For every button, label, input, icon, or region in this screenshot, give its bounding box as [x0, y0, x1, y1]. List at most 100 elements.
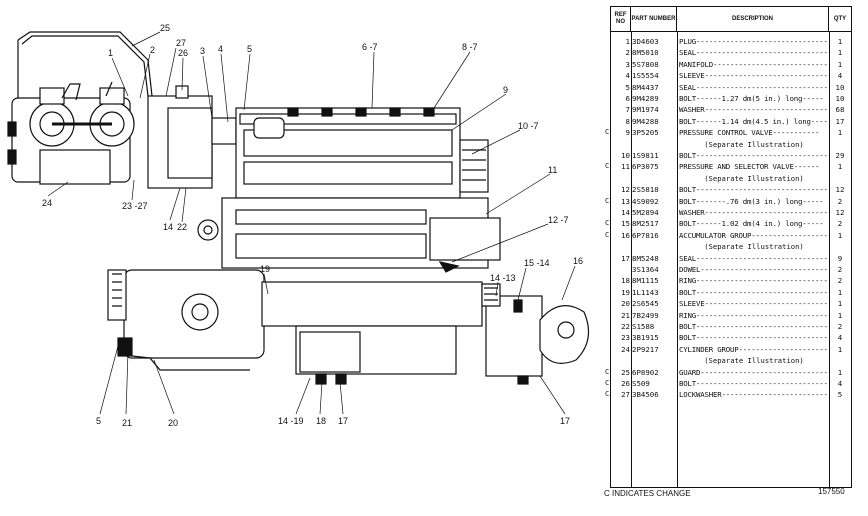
ref-number: 7	[625, 105, 630, 115]
callout-14-left: 14	[163, 222, 173, 232]
bolt-heads-top	[287, 107, 435, 117]
part-number: S509	[632, 379, 650, 388]
quantity: 9	[837, 253, 843, 263]
description: BOLT-------------------------------	[679, 322, 828, 331]
callout-11: 11	[548, 165, 557, 175]
ref-number: 23	[621, 333, 630, 343]
quantity: 1	[837, 299, 843, 309]
ref-number: 26	[621, 379, 630, 388]
quantity: 1	[837, 367, 843, 377]
quantity: 2	[837, 265, 843, 274]
part-number: 9M4288	[632, 116, 659, 126]
quantity: 4	[837, 333, 843, 343]
ref-number: 15	[621, 219, 630, 229]
part-number: 2S5818	[632, 185, 659, 195]
description: SEAL-------------------------------	[679, 253, 828, 263]
part-number: 2P9217	[632, 344, 659, 354]
ref-number: 19	[621, 287, 630, 297]
description: BOLT-------.76 dm(3 in.) long-----	[679, 196, 824, 206]
quantity: 2	[837, 276, 843, 286]
figure-number: 157550	[818, 487, 845, 496]
callout-6-7: 6 -7	[362, 42, 378, 52]
description: RING-------------------------------	[679, 276, 828, 286]
ref-number: 12	[621, 185, 630, 195]
description: SLEEVE-----------------------------	[679, 299, 828, 309]
ref-number: 10	[621, 151, 630, 160]
part-number: 2S6545	[632, 299, 659, 309]
description: SLEEVE------------------------------	[679, 71, 829, 81]
quantity: 1	[837, 162, 843, 172]
callout-labels: 25 1 2 27 26 3 4 5 6 -7 8 -7 9 10 -7 11 …	[42, 23, 583, 428]
ref-number: 13	[621, 196, 630, 206]
separate-illustration-note: (Separate Illustration)	[704, 139, 804, 149]
change-flag: C	[605, 196, 610, 205]
callout-4: 4	[218, 44, 223, 54]
parts-table-header: REF NO PART NUMBER DESCRIPTION QTY	[611, 7, 851, 32]
description: BOLT-------------------------------	[679, 151, 828, 160]
part-number: 5S7808	[632, 59, 659, 69]
quantity: 17	[835, 116, 845, 126]
part-number: 8M5010	[632, 48, 659, 58]
callout-17-right: 17	[560, 416, 570, 426]
description: BOLT------1.27 dm(5 in.) long-----	[679, 94, 824, 103]
callout-12-7: 12 -7	[548, 215, 569, 225]
ref-number: 5	[625, 82, 630, 92]
ref-number: 22	[621, 322, 630, 331]
description: GUARD------------------------------	[679, 367, 828, 377]
quantity: 1	[837, 230, 843, 240]
description: BOLT-------------------------------	[679, 333, 828, 343]
callout-2: 2	[150, 45, 155, 55]
ref-number: 14	[621, 208, 630, 217]
callout-17-bottom: 17	[338, 416, 348, 426]
change-flag: C	[605, 162, 610, 171]
part-number: 9M4289	[632, 94, 659, 103]
ref-number: 1	[625, 37, 630, 46]
callout-25: 25	[160, 23, 170, 33]
callout-20: 20	[168, 418, 178, 428]
callout-15-14: 15 -14	[524, 258, 550, 268]
description: MANIFOLD-----------------------------	[679, 59, 829, 69]
quantity: 5	[837, 390, 843, 400]
quantity: 1	[837, 128, 843, 138]
ref-number: 27	[621, 390, 630, 400]
ref-number: 6	[625, 94, 630, 103]
header-description: DESCRIPTION	[677, 7, 829, 31]
change-flag: C	[605, 219, 610, 228]
callout-22: 22	[177, 222, 187, 232]
quantity: 1	[837, 59, 843, 69]
part-number: 5M2894	[632, 208, 659, 217]
callout-18: 18	[316, 416, 326, 426]
ref-number: 8	[625, 116, 630, 126]
quantity: 10	[835, 94, 845, 103]
part-number: 3B4506	[632, 390, 659, 400]
ref-number: 2	[625, 48, 630, 58]
description: BOLT-------------------------------	[679, 379, 828, 388]
quantity: 2	[837, 322, 843, 331]
leader-lines	[47, 31, 576, 415]
callout-23-27: 23 -27	[122, 201, 148, 211]
description: DOWEL------------------------------	[679, 265, 828, 274]
part-number: 1L1143	[632, 287, 659, 297]
description: ACCUMULATOR GROUP------------------	[679, 230, 828, 240]
ref-number: 9	[625, 128, 630, 138]
part-number: 1S9811	[632, 151, 659, 160]
separate-illustration-note: (Separate Illustration)	[704, 356, 804, 366]
quantity: 68	[835, 105, 845, 115]
callout-21: 21	[122, 418, 132, 428]
description: BOLT------1.02 dm(4 in.) long-----	[679, 219, 824, 229]
part-number: S1588	[632, 322, 655, 331]
part-number: 4S9092	[632, 196, 659, 206]
